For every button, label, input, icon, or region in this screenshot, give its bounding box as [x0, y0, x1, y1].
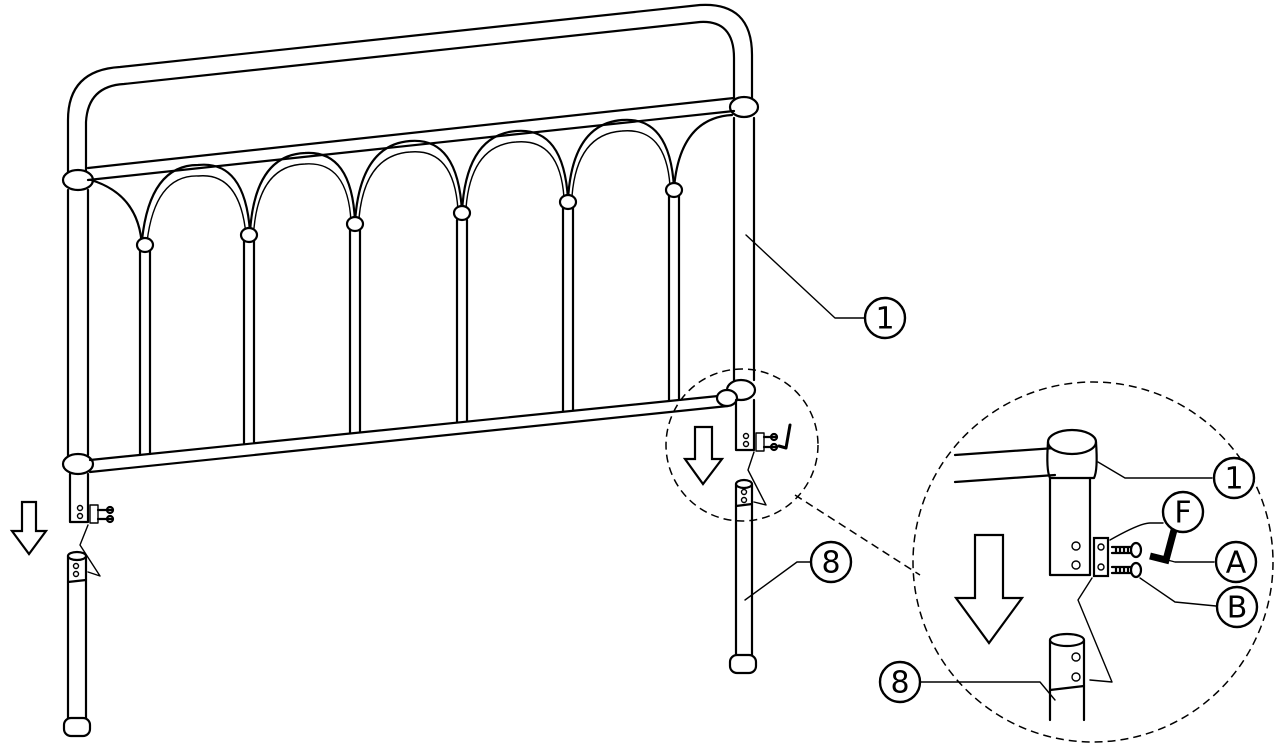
callout-f-bracket: F	[1161, 490, 1205, 534]
callout-8-detail: 8	[878, 660, 922, 704]
callout-leaders	[744, 234, 1217, 701]
svg-text:A: A	[1226, 546, 1247, 581]
svg-text:1: 1	[875, 302, 894, 337]
detail-view	[912, 381, 1274, 743]
spindles	[135, 181, 684, 457]
right-leg-post	[728, 451, 767, 675]
down-arrow-left-icon	[9, 500, 49, 556]
svg-text:B: B	[1227, 591, 1248, 626]
detail-indicator-circle	[665, 368, 819, 522]
svg-text:1: 1	[1224, 462, 1243, 497]
callout-a-allen-key: A	[1214, 540, 1258, 584]
callout-8-post: 8	[809, 540, 853, 584]
callout-b-bolt: B	[1215, 585, 1259, 629]
callout-1-detail: 1	[1212, 456, 1256, 500]
down-arrow-right-icon	[682, 425, 725, 486]
svg-text:F: F	[1174, 496, 1191, 531]
left-leg-post	[62, 524, 101, 738]
svg-text:8: 8	[890, 666, 909, 701]
callout-1-headboard: 1	[863, 296, 907, 340]
down-arrow-detail-icon	[953, 533, 1025, 645]
headboard-frame	[61, 3, 792, 524]
svg-text:8: 8	[821, 546, 840, 581]
